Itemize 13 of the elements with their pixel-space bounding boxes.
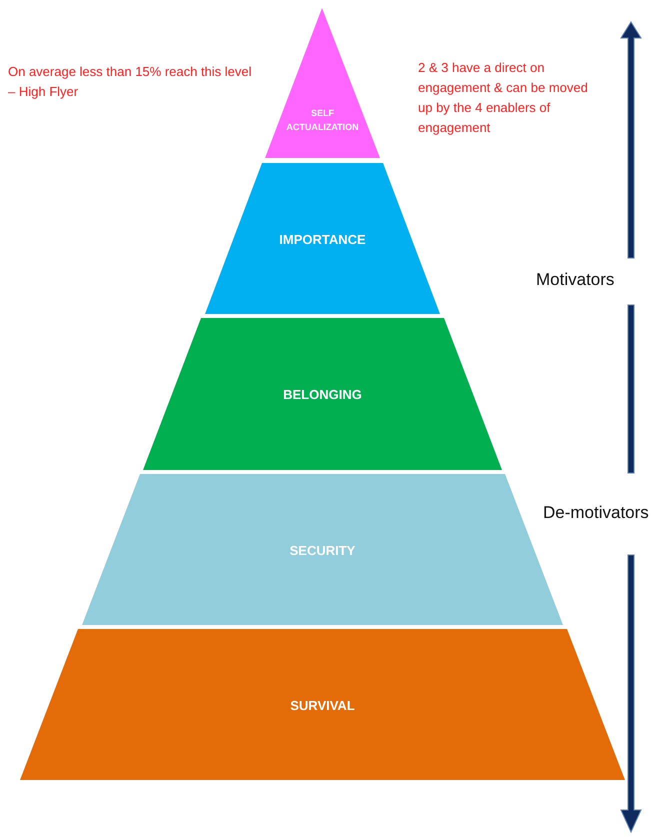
pyramid-level [143, 318, 502, 470]
level-label: SECURITY [288, 542, 356, 560]
side-label: Motivators [536, 270, 614, 290]
pyramid-level [205, 163, 440, 314]
level-label: SELF ACTUALIZATION [285, 107, 360, 134]
level-label: BELONGING [282, 386, 363, 404]
pyramid-level [20, 629, 625, 780]
level-label: IMPORTANCE [278, 231, 367, 249]
pyramid-apex [265, 8, 380, 158]
side-label: De-motivators [543, 503, 649, 523]
annotation-note: On average less than 15% reach this level – High Flyer [8, 63, 253, 101]
level-label: SURVIVAL [289, 697, 356, 715]
annotation-note: 2 & 3 have a direct on engagement & can be moved up by the 4 enablers of engagement [418, 59, 589, 137]
